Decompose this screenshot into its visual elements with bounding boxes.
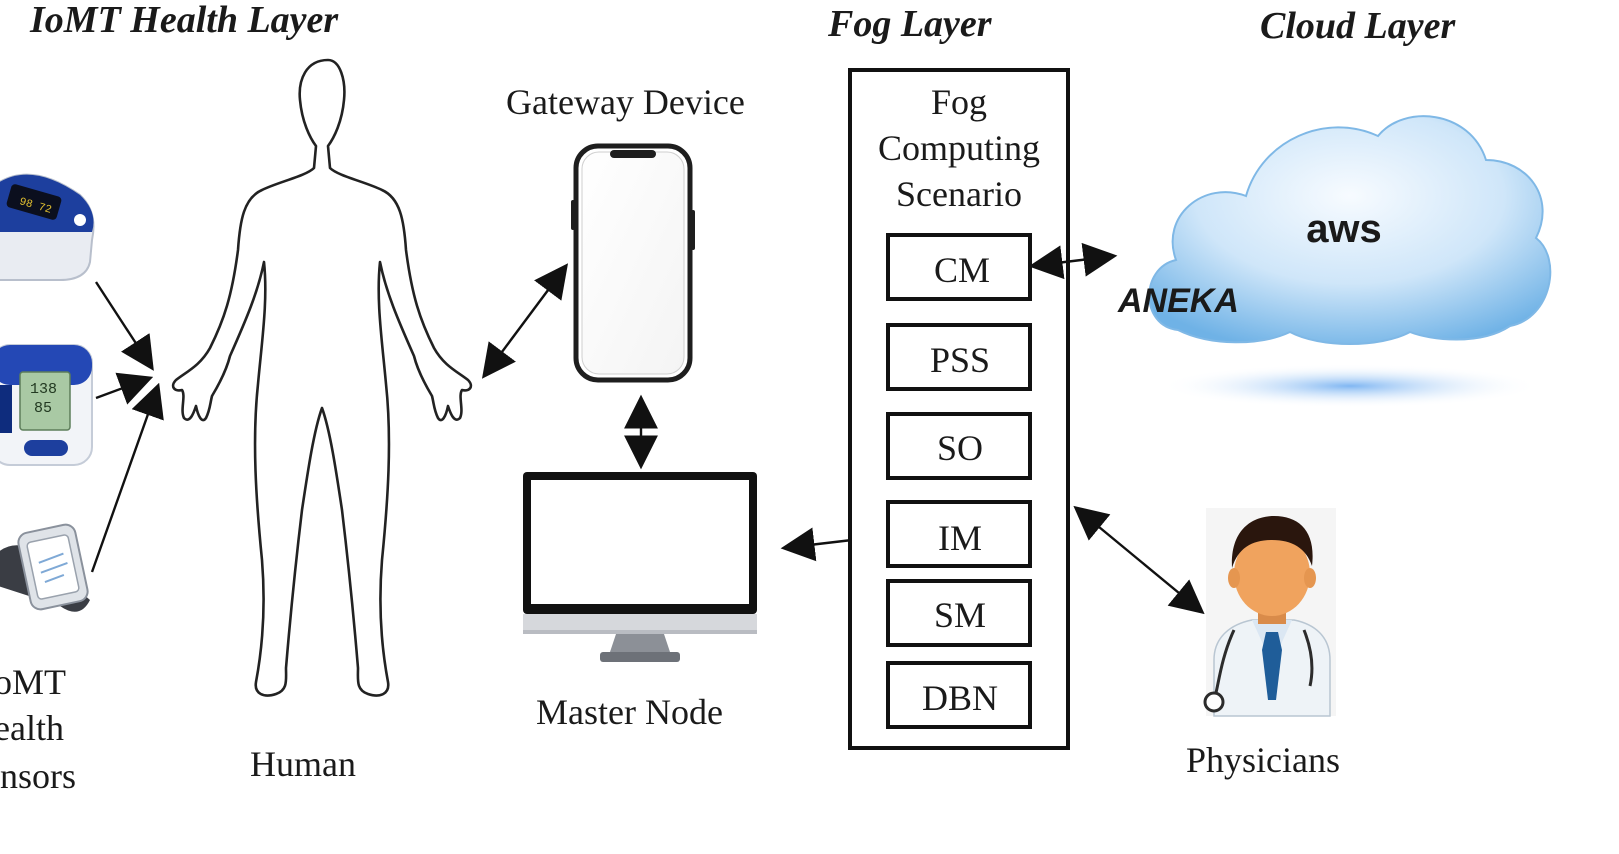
svg-text:85: 85 (34, 400, 52, 417)
wearable-band-icon (0, 523, 90, 612)
fog-module-dbn: DBN (886, 661, 1032, 729)
blood-pressure-monitor-icon: 138 85 (0, 344, 93, 466)
arrow-wearable-to-human (90, 382, 164, 573)
aws-label: aws (1306, 207, 1382, 251)
sensors-label-line-2: Health (0, 708, 64, 748)
fog-module-im-label: IM (938, 518, 982, 558)
arrow-oximeter-to-human (94, 281, 154, 371)
cloud-icon (1148, 115, 1552, 345)
fog-title-line-1: Fog (931, 82, 987, 122)
aneka-label: ANEKA (1117, 282, 1239, 320)
human-label: Human (250, 744, 356, 784)
fog-title-line-2: Computing (878, 128, 1040, 168)
sensors-label-line-1: IoMT (0, 662, 66, 702)
iomt-layer-title: IoMT Health Layer (29, 0, 339, 41)
fog-module-sm: SM (886, 579, 1032, 647)
monitor-icon (523, 472, 757, 662)
arrow-human-gateway (481, 263, 569, 379)
sensors-label-line-3: Sensors (0, 756, 76, 796)
physicians-label: Physicians (1186, 740, 1340, 780)
arrow-bp-to-human (95, 372, 154, 405)
cloud-layer-title: Cloud Layer (1260, 5, 1456, 47)
fog-module-cm: CM (886, 233, 1032, 301)
fog-module-so-label: SO (937, 428, 983, 468)
human-figure-icon (171, 58, 473, 697)
pulse-oximeter-icon: 98 72 (0, 173, 95, 281)
sensors-label: IoMT Health Sensors (0, 662, 76, 796)
gateway-label: Gateway Device (506, 82, 745, 122)
fog-module-cm-label: CM (934, 250, 990, 290)
fog-module-dbn-label: DBN (922, 678, 998, 718)
svg-text:138: 138 (30, 381, 57, 398)
fog-module-im: IM (886, 500, 1032, 568)
arrow-fog-physicians (1073, 505, 1205, 615)
physician-icon (1203, 508, 1336, 717)
fog-module-sm-label: SM (934, 595, 986, 635)
fog-title-line-3: Scenario (896, 174, 1022, 214)
arrow-fog-cloud (1028, 242, 1118, 280)
master-node-label: Master Node (536, 692, 723, 732)
cloud-shadow (1160, 364, 1540, 408)
fog-module-so: SO (886, 412, 1032, 480)
fog-module-pss-label: PSS (930, 340, 990, 380)
fog-layer-title: Fog Layer (827, 3, 993, 45)
smartphone-icon (571, 143, 695, 383)
fog-module-pss: PSS (886, 323, 1032, 391)
